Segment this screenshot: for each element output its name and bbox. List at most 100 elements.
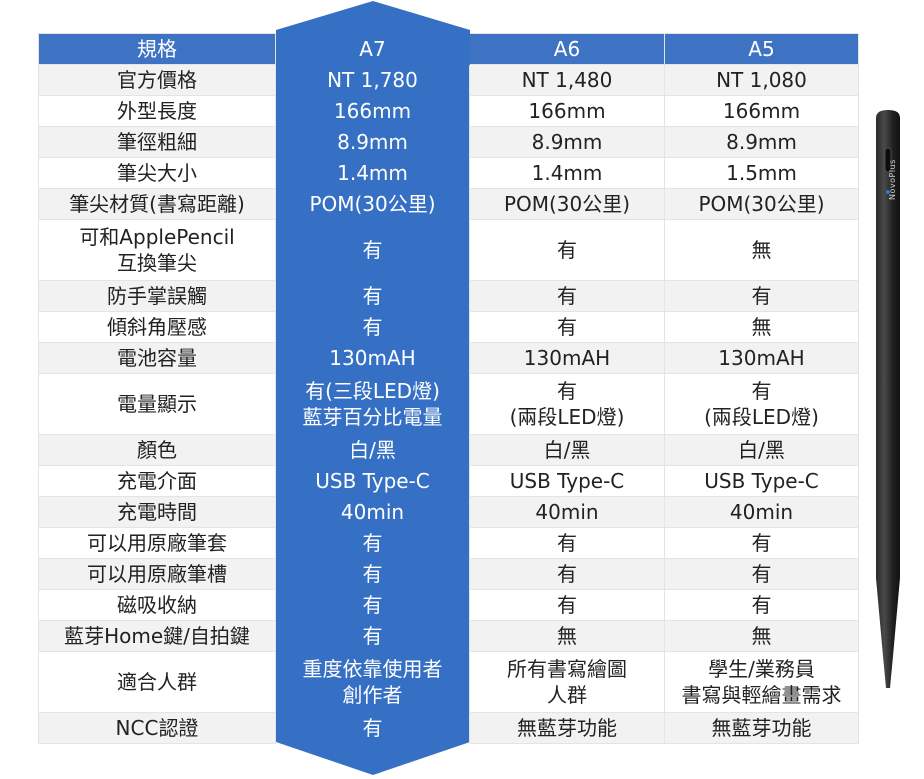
a7-value: 白/黑 [275,434,470,466]
row-label: 筆尖大小 [38,157,276,189]
spec-table: 規格 A7 A6 A5 官方價格 NT 1,780 NT 1,480 NT 1,… [38,33,859,744]
stylus-pen-icon [876,110,900,688]
row-label: 電池容量 [38,342,276,374]
row-label-line2: 互換筆尖 [117,251,197,275]
row-label: 外型長度 [38,95,276,127]
a6-value: 白/黑 [469,434,665,466]
a5-value-line2: (兩段LED燈) [704,405,819,429]
a5-value: 130mAH [664,342,859,374]
a7-value-line1: 重度依靠使用者 [302,657,443,681]
row-label: 可以用原廠筆套 [38,527,276,559]
row-label: 充電介面 [38,465,276,497]
a5-value: NT 1,080 [664,64,859,96]
row-label: 磁吸收納 [38,589,276,621]
table-row: 充電介面 USB Type-C USB Type-C USB Type-C [38,465,859,497]
a5-value-line1: 有 [751,379,772,403]
a6-value: 有 [469,558,665,590]
a6-value-line1: 有 [557,379,577,403]
a7-value: 有 [275,589,470,621]
a6-value: 所有書寫繪圖 人群 [469,651,665,713]
table-row: 筆徑粗細 8.9mm 8.9mm 8.9mm [38,126,859,158]
a5-value: 8.9mm [664,126,859,158]
a5-value: 166mm [664,95,859,127]
a6-value: 無 [469,620,665,652]
a6-value: 有 [469,527,665,559]
a5-value: 有 [664,280,859,312]
row-label: 防手掌誤觸 [38,280,276,312]
row-label: 適合人群 [38,651,276,713]
table-row: 藍芽Home鍵/自拍鍵 有 無 無 [38,620,859,652]
row-label: NCC認證 [38,712,276,744]
a7-value-line2: 創作者 [342,683,403,707]
a7-value: POM(30公里) [275,188,470,220]
a5-value: 無藍芽功能 [664,712,859,744]
table-row: NCC認證 有 無藍芽功能 無藍芽功能 [38,712,859,744]
header-a5: A5 [664,33,859,65]
a6-value: 40min [469,496,665,528]
a7-value: 有 [275,558,470,590]
a7-value: 1.4mm [275,157,470,189]
table-row: 電池容量 130mAH 130mAH 130mAH [38,342,859,374]
table-row: 可以用原廠筆槽 有 有 有 [38,558,859,590]
a5-value: 40min [664,496,859,528]
table-row: 官方價格 NT 1,780 NT 1,480 NT 1,080 [38,64,859,96]
a5-value: POM(30公里) [664,188,859,220]
a6-value: 無藍芽功能 [469,712,665,744]
a6-value: POM(30公里) [469,188,665,220]
a6-value-line1: 所有書寫繪圖 [507,657,627,681]
a5-value: 無 [664,620,859,652]
a6-value: 有 [469,219,665,281]
row-label: 可和ApplePencil 互換筆尖 [38,219,276,281]
row-label: 藍芽Home鍵/自拍鍵 [38,620,276,652]
a7-value: 有(三段LED燈) 藍芽百分比電量 [275,373,470,435]
a7-value: 有 [275,311,470,343]
a6-value: 166mm [469,95,665,127]
row-label: 傾斜角壓感 [38,311,276,343]
row-label-line1: 可和ApplePencil [79,225,235,249]
a7-value: 有 [275,219,470,281]
a5-value: 有 [664,527,859,559]
a6-value: 有 (兩段LED燈) [469,373,665,435]
a6-value: 130mAH [469,342,665,374]
table-row: 筆尖大小 1.4mm 1.4mm 1.5mm [38,157,859,189]
a7-value: USB Type-C [275,465,470,497]
a7-value-line2: 藍芽百分比電量 [302,405,443,429]
a7-value: 8.9mm [275,126,470,158]
table-row: 磁吸收納 有 有 有 [38,589,859,621]
table-row: 可和ApplePencil 互換筆尖 有 有 無 [38,219,859,281]
row-label: 可以用原廠筆槽 [38,558,276,590]
a5-value: 有 (兩段LED燈) [664,373,859,435]
header-a6: A6 [469,33,665,65]
a5-value: 1.5mm [664,157,859,189]
table-row: 電量顯示 有(三段LED燈) 藍芽百分比電量 有 (兩段LED燈) 有 (兩段L… [38,373,859,435]
a6-value: 8.9mm [469,126,665,158]
table-row: 可以用原廠筆套 有 有 有 [38,527,859,559]
a6-value: 有 [469,311,665,343]
a5-value: 無 [664,219,859,281]
a6-value: 有 [469,589,665,621]
table-row: 筆尖材質(書寫距離) POM(30公里) POM(30公里) POM(30公里) [38,188,859,220]
a6-value-line2: (兩段LED燈) [509,405,625,429]
row-label: 筆尖材質(書寫距離) [38,188,276,220]
a5-value: 無 [664,311,859,343]
a7-value: 重度依靠使用者 創作者 [275,651,470,713]
a5-value-line2: 書寫與輕繪畫需求 [681,683,842,707]
a6-value: 1.4mm [469,157,665,189]
a5-value: 白/黑 [664,434,859,466]
header-row: 規格 A7 A6 A5 [38,33,859,65]
a5-value: 有 [664,558,859,590]
table-row: 外型長度 166mm 166mm 166mm [38,95,859,127]
a7-value: 40min [275,496,470,528]
a5-value: 學生/業務員 書寫與輕繪畫需求 [664,651,859,713]
a6-value: 有 [469,280,665,312]
a7-value-line1: 有(三段LED燈) [305,379,440,403]
a6-value-line2: 人群 [547,683,587,707]
a6-value: USB Type-C [469,465,665,497]
a5-value: 有 [664,589,859,621]
header-spec: 規格 [38,33,276,65]
row-label: 官方價格 [38,64,276,96]
a7-value: NT 1,780 [275,64,470,96]
a7-value: 有 [275,280,470,312]
a5-value-line1: 學生/業務員 [708,657,815,681]
